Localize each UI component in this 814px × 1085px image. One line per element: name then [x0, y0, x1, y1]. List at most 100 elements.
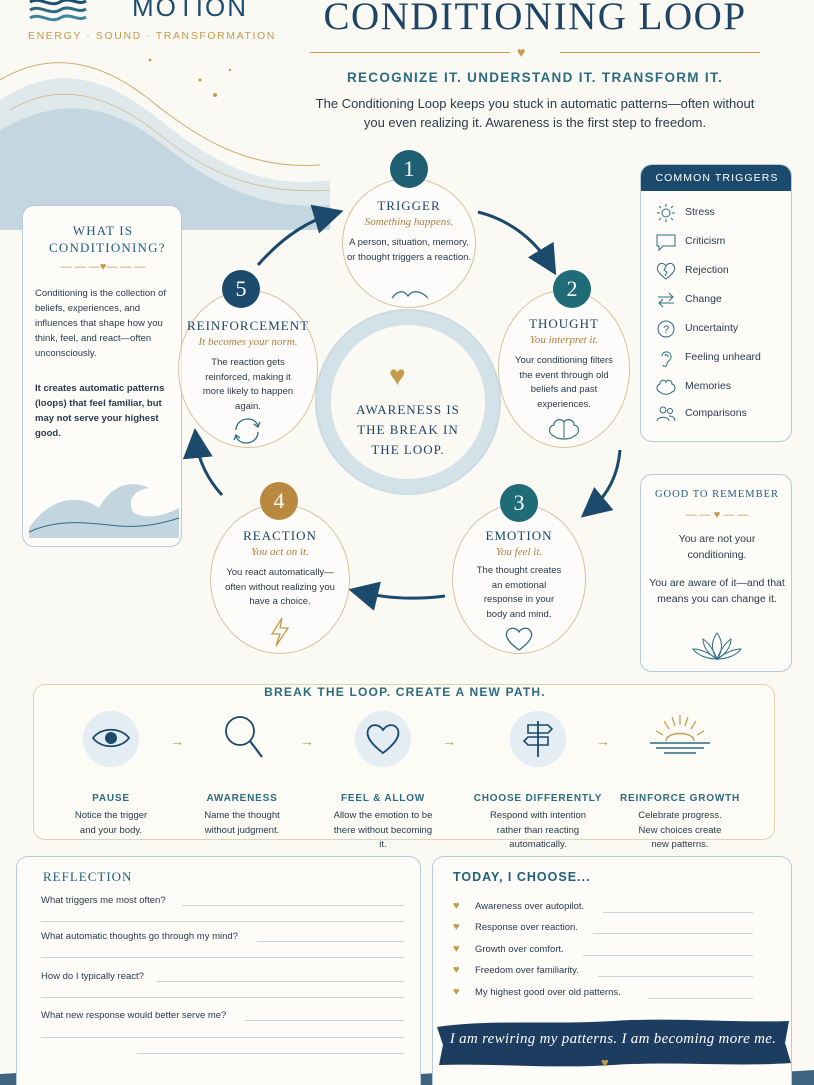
trigger-item: Memories: [655, 377, 791, 397]
sun-icon: [657, 204, 675, 222]
magnifier-icon: [225, 716, 263, 758]
trigger-item: Rejection: [655, 261, 791, 281]
heart-icon: ♥: [601, 1055, 609, 1070]
eye-icon: [91, 728, 131, 748]
center-heart-icon: ♥: [389, 360, 406, 391]
arrow-right-icon: →: [596, 733, 610, 749]
answer-line[interactable]: [257, 941, 404, 942]
awareness-center-text: AWARENESS IS THE BREAK IN THE LOOP.: [356, 402, 460, 457]
node-body: The reaction gets reinforced, making it …: [202, 357, 294, 412]
loop-node-thought: 2 THOUGHT You interpret it. Your conditi…: [498, 268, 630, 450]
heart-bullet-icon: ♥: [453, 921, 460, 933]
reflection-question: What automatic thoughts go through my mi…: [41, 931, 238, 942]
node-body: The thought creates an emotional respons…: [476, 565, 562, 620]
brain-icon: [656, 379, 676, 395]
answer-line[interactable]: [245, 1020, 404, 1021]
common-triggers-title: COMMON TRIGGERS: [641, 165, 791, 191]
reflection-question: What triggers me most often?: [41, 895, 166, 906]
title-divider: [310, 52, 760, 53]
trigger-item: Stress: [655, 203, 791, 223]
brand-tagline: ENERGY · SOUND · TRANSFORMATION: [28, 30, 276, 42]
step-title: REINFORCE GROWTH: [619, 793, 741, 804]
step-number-badge: 4: [260, 482, 298, 520]
answer-line[interactable]: [598, 976, 753, 977]
node-title: EMOTION: [485, 528, 553, 543]
wave-logo-icon: [29, 0, 87, 22]
arrow-right-icon: →: [442, 733, 456, 749]
arrow-right-icon: →: [170, 733, 184, 749]
awareness-ring: [317, 311, 499, 493]
today-i-choose-panel: TODAY, I CHOOSE... ♥ Awareness over auto…: [432, 856, 792, 1085]
step-number-badge: 3: [500, 484, 538, 522]
trigger-item: ? Uncertainty: [655, 319, 791, 339]
brain-icon: [548, 419, 580, 440]
page-subtitle: RECOGNIZE IT. UNDERSTAND IT. TRANSFORM I…: [346, 70, 724, 85]
arrow-trigger-to-thought: [477, 210, 557, 276]
node-title: TRIGGER: [377, 198, 441, 213]
node-body: A person, situation, memory, or thought …: [346, 237, 472, 263]
common-triggers-panel: COMMON TRIGGERS Stress Criticism Rejecti…: [640, 164, 792, 442]
reflection-title: REFLECTION: [43, 869, 133, 884]
step-title: AWARENESS: [206, 793, 278, 804]
loop-node-emotion: 3 EMOTION You feel it. The thought creat…: [452, 484, 586, 656]
answer-line[interactable]: [157, 981, 404, 982]
question-mark-icon: ?: [657, 320, 675, 338]
step-number-badge: 5: [222, 270, 260, 308]
heart-divider-icon: — — ♥ — —: [685, 509, 749, 521]
answer-line[interactable]: [137, 1053, 404, 1054]
signpost-icon: [522, 721, 554, 757]
answer-line[interactable]: [41, 921, 404, 922]
answer-line[interactable]: [603, 912, 753, 913]
answer-line[interactable]: [583, 955, 753, 956]
what-is-body-2: It creates automatic patterns (loops) th…: [35, 383, 165, 439]
good-line-1: You are not your conditioning.: [678, 533, 756, 561]
trigger-item: Feeling unheard: [655, 348, 791, 368]
step-body: Allow the emotion to be there without be…: [333, 810, 433, 850]
step-body: Notice the trigger and your body.: [74, 810, 148, 836]
node-title: REACTION: [243, 528, 317, 543]
heart-divider-icon: ♥: [517, 44, 526, 60]
loop-node-reinforcement: 5 REINFORCEMENT It becomes your norm. Th…: [178, 268, 318, 450]
ear-icon: [661, 351, 672, 367]
answer-line[interactable]: [41, 1037, 404, 1038]
answer-line[interactable]: [41, 997, 404, 998]
good-to-remember-title: GOOD TO REMEMBER: [654, 489, 780, 500]
what-is-conditioning-panel: WHAT IS CONDITIONING? — — —♥— — — Condit…: [22, 205, 182, 547]
heart-bullet-icon: ♥: [453, 943, 460, 955]
break-the-loop-panel: BREAK THE LOOP. CREATE A NEW PATH. PAUSE…: [33, 684, 775, 850]
node-subtitle: You act on it.: [251, 546, 309, 558]
heart-outline-icon: [505, 627, 533, 651]
arrow-thought-to-emotion: [580, 449, 622, 518]
arrow-reinforcement-to-trigger: [256, 204, 344, 266]
svg-text:?: ?: [663, 324, 669, 336]
node-subtitle: It becomes your norm.: [198, 336, 298, 348]
trigger-item: Change: [655, 290, 791, 310]
step-number-badge: 1: [390, 150, 428, 188]
choice-item: ♥ Awareness over autopilot.: [453, 900, 773, 916]
node-title: REINFORCEMENT: [186, 318, 310, 333]
node-subtitle: You feel it.: [495, 546, 543, 558]
answer-line[interactable]: [182, 905, 404, 906]
node-body: Your conditioning filters the event thro…: [515, 355, 613, 410]
arrow-emotion-to-reaction: [348, 581, 446, 611]
choice-item: ♥ Growth over comfort.: [453, 943, 773, 959]
lotus-icon: [692, 632, 742, 661]
brand-name: MOTION: [132, 0, 248, 22]
lightning-icon: [270, 617, 290, 647]
trigger-item: Comparisons: [655, 404, 791, 424]
node-subtitle: You interpret it.: [529, 334, 599, 346]
answer-line[interactable]: [593, 933, 753, 934]
step-title: CHOOSE DIFFERENTLY: [473, 793, 603, 804]
answer-line[interactable]: [648, 998, 753, 999]
step-title: PAUSE: [92, 793, 130, 804]
affirmation-text: I am rewiring my patterns. I am becoming…: [449, 1031, 777, 1047]
step-body: Name the thought without judgment.: [204, 810, 280, 836]
people-icon: [656, 406, 676, 422]
loop-node-reaction: 4 REACTION You act on it. You react auto…: [210, 482, 350, 654]
answer-line[interactable]: [41, 957, 404, 958]
arrow-reaction-to-reinforcement: [182, 428, 224, 497]
node-title: THOUGHT: [529, 316, 599, 331]
page-title: CONDITIONING LOOP: [323, 0, 747, 38]
step-body: Respond with intention rather than react…: [489, 810, 587, 850]
reflection-question: What new response would better serve me?: [41, 1010, 227, 1021]
